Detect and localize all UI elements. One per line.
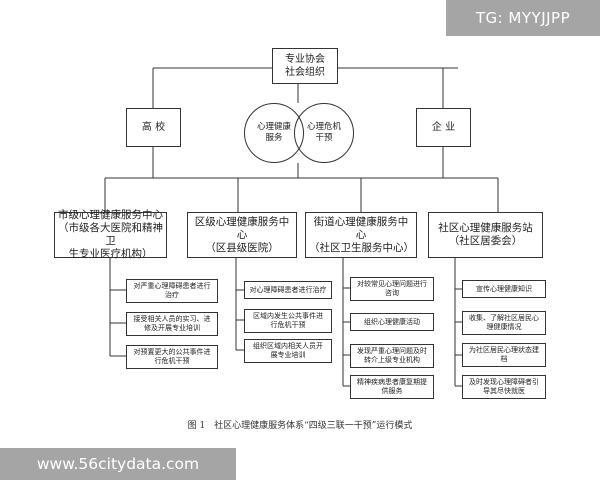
crisis-intervention-circle: 心理危机 干预 bbox=[294, 103, 354, 163]
figure-caption: 图 1 社区心理健康服务体系“四级三联一干预”运行模式 bbox=[187, 421, 413, 431]
city-item: 对严重心理障碍患者进行 治疗 bbox=[126, 279, 218, 303]
city-item: 对预置更大的公共事件进 行危机干预 bbox=[126, 345, 218, 369]
telegram-watermark: TG: MYYJJPP bbox=[446, 0, 600, 36]
university-node: 高 校 bbox=[126, 108, 181, 147]
street-item: 发现严重心理问题及时 转介上级专业机构 bbox=[350, 344, 434, 368]
street-item: 精神疾病患者康复期提 供服务 bbox=[350, 375, 434, 399]
community-station-node: 社区心理健康服务站 （社区居委会） bbox=[428, 212, 543, 258]
street-item: 对较常见心理问题进行 咨询 bbox=[350, 277, 434, 301]
community-item: 收集、了解社区居民心 理健康情况 bbox=[462, 311, 546, 335]
enterprise-node: 企 业 bbox=[416, 108, 471, 147]
professional-association-node: 专业协会 社会组织 bbox=[272, 48, 338, 84]
district-item: 区域内发生公共事件进 行危机干预 bbox=[244, 309, 332, 333]
district-item: 组织区域内相关人员开 展专业培训 bbox=[244, 339, 332, 363]
district-item: 对心理障碍患者进行治疗 bbox=[244, 281, 332, 299]
community-item: 为社区居民心理状态建 档 bbox=[462, 343, 546, 367]
district-level-center-node: 区级心理健康服务中心 （区县级医院） bbox=[187, 212, 297, 258]
city-level-center-node: 市级心理健康服务中心 （市级各大医院和精神卫 生专业医疗机构） bbox=[54, 209, 167, 260]
street-level-center-node: 街道心理健康服务中心 （社区卫生服务中心） bbox=[305, 212, 417, 258]
street-item: 组织心理健康活动 bbox=[350, 313, 434, 331]
site-watermark: www.56citydata.com bbox=[0, 448, 236, 480]
community-item: 及时发现心理障碍者引 导其尽快就医 bbox=[462, 375, 546, 399]
community-item: 宣传心理健康知识 bbox=[462, 280, 546, 298]
city-item: 接受相关人员的实习、进 修及开展专业培训 bbox=[126, 312, 218, 336]
